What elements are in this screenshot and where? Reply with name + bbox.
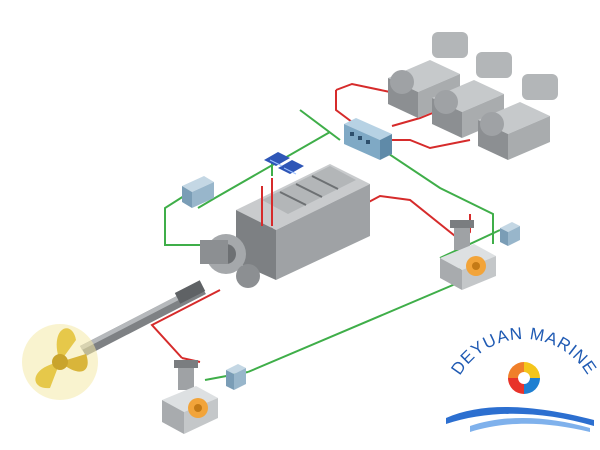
diesel-engine	[200, 164, 370, 288]
generator-set-3	[478, 74, 558, 160]
steering-gear-right	[440, 220, 496, 290]
steering-gear-bottom	[162, 360, 218, 434]
control-box-left	[182, 176, 214, 208]
control-box-bottom	[226, 364, 246, 390]
solar-panels	[264, 152, 304, 175]
propeller	[22, 324, 98, 400]
deyuan-marine-logo: DEYUAN MARINE	[446, 324, 600, 432]
control-box-right	[500, 222, 520, 246]
generator-set-2	[432, 52, 512, 138]
main-switchboard	[344, 118, 392, 160]
propeller-shaft	[80, 280, 206, 356]
